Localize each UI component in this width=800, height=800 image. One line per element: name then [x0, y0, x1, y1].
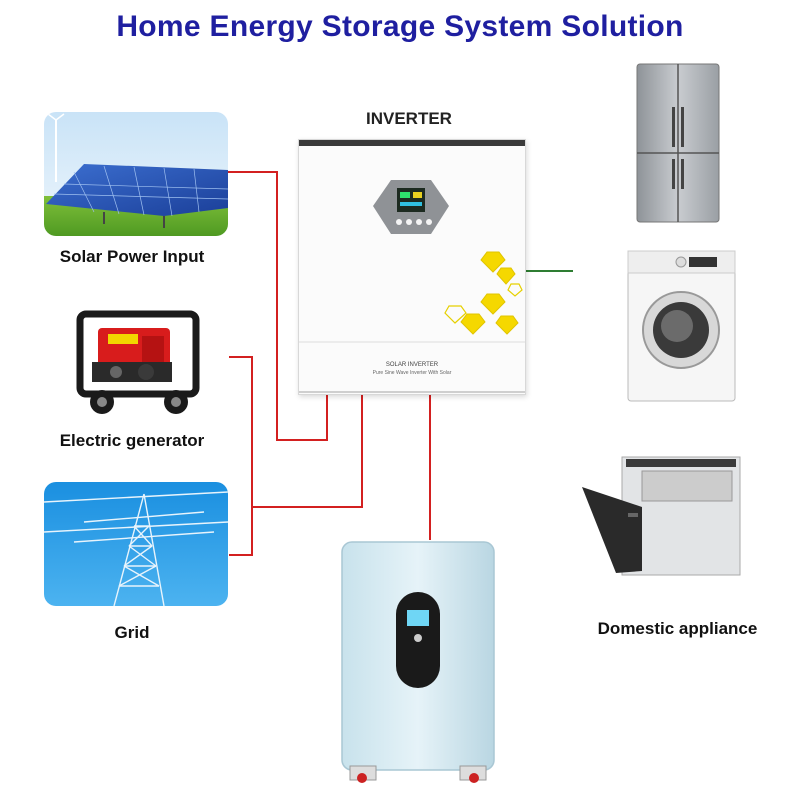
- grid-wire: [252, 393, 363, 508]
- solar-wire: [228, 171, 328, 441]
- refrigerator-image: [636, 63, 720, 226]
- grid-image: [44, 482, 228, 606]
- inverter-panel-subtitle: Pure Sine Wave Inverter With Solar: [372, 370, 452, 376]
- page-title: Home Energy Storage System Solution: [116, 10, 684, 43]
- generator-image: [72, 300, 204, 418]
- inverter-panel-name: SOLAR INVERTER: [385, 362, 439, 368]
- refrigerator-icon: [636, 63, 720, 223]
- source-label-solar: Solar Power Input: [59, 247, 205, 266]
- dishwasher-icon: [582, 456, 741, 576]
- inverter-heading: INVERTER: [366, 109, 452, 128]
- source-label-generator: Electric generator: [59, 431, 205, 450]
- generator-icon: [76, 310, 200, 414]
- source-label-grid: Grid: [114, 623, 150, 642]
- battery-unit: [340, 540, 496, 790]
- dishwasher-image: [582, 455, 742, 577]
- battery-cabinet-icon: [341, 541, 495, 783]
- washing-machine-image: [627, 250, 736, 405]
- generator-wire: [229, 356, 253, 556]
- power-tower-icon: [44, 482, 228, 606]
- solar-panel-icon: [44, 112, 228, 236]
- washing-machine-icon: [627, 250, 736, 402]
- solar-panel-image: [44, 112, 228, 236]
- inverter-panel-icon: [299, 180, 525, 393]
- inverter-unit: SOLAR INVERTER Pure Sine Wave Inverter W…: [298, 139, 526, 395]
- appliance-label: Domestic appliance: [597, 619, 758, 638]
